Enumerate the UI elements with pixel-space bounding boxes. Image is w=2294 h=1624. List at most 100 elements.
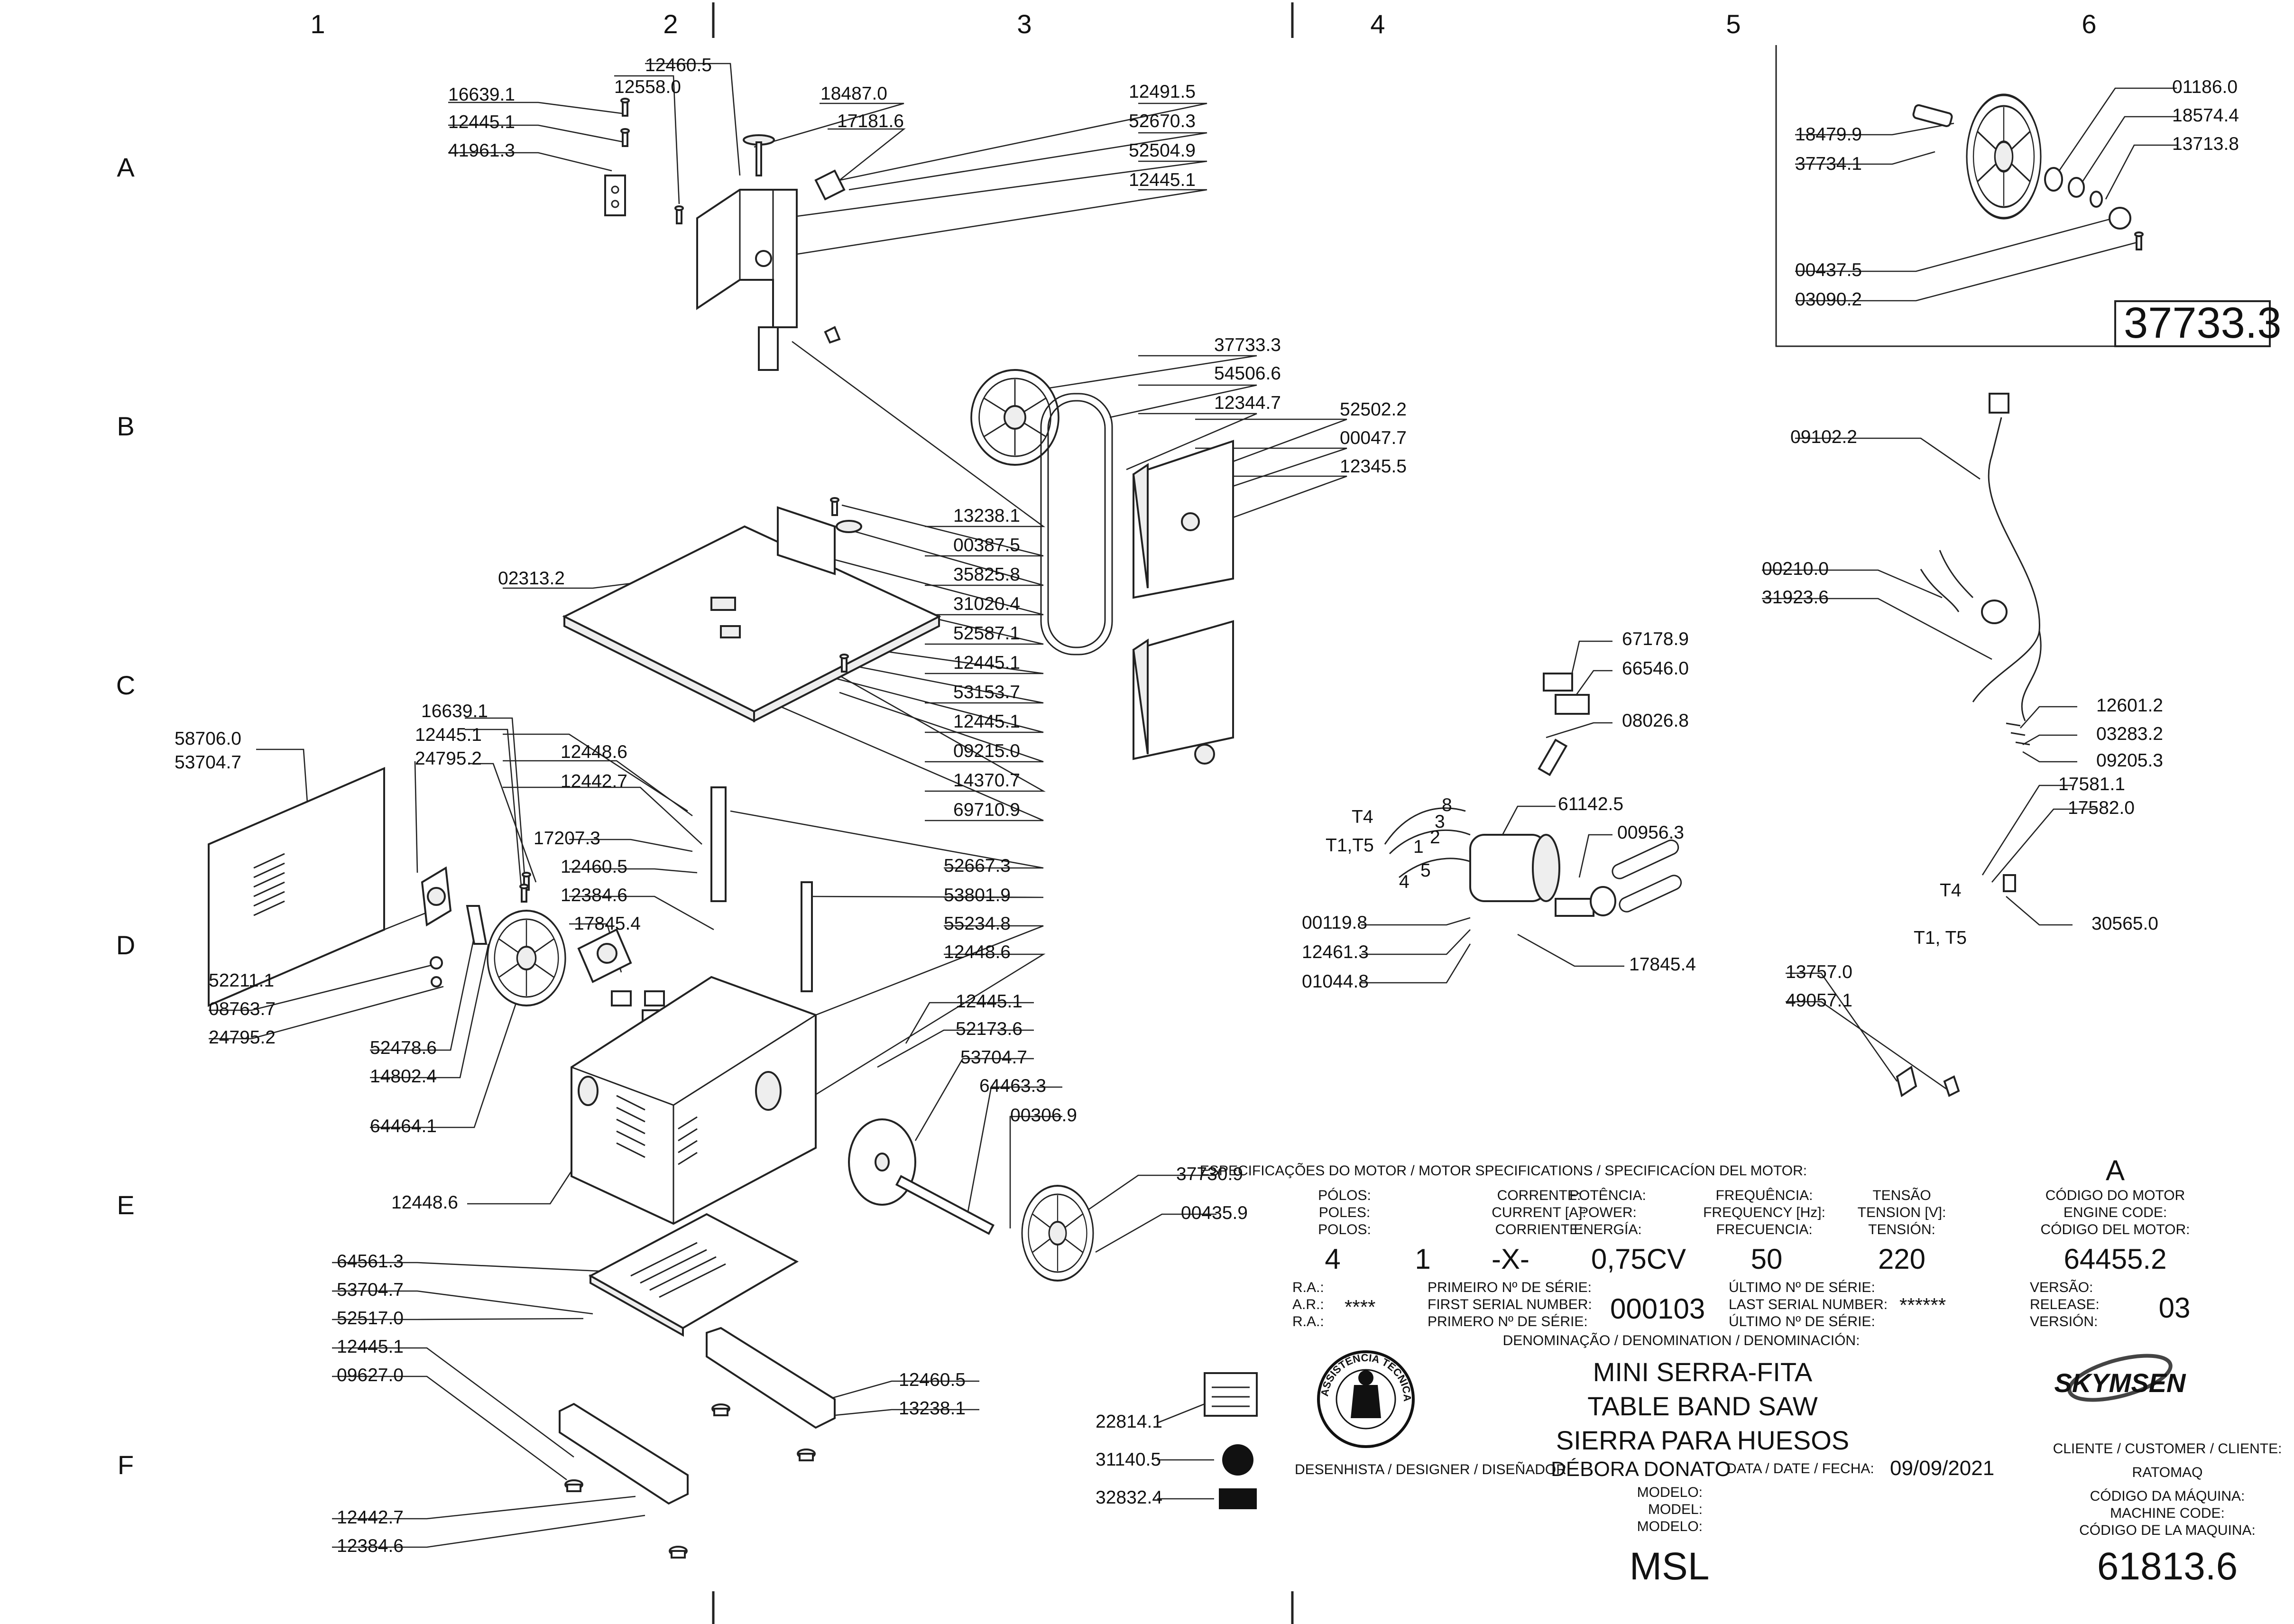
grid-row-a: A bbox=[117, 152, 135, 182]
version-value: 03 bbox=[2159, 1292, 2191, 1324]
wire-label: 5 bbox=[1420, 860, 1431, 881]
part-label: 12445.1 bbox=[337, 1337, 404, 1357]
first-serial-value: 000103 bbox=[1610, 1293, 1705, 1325]
part-label: 52587.1 bbox=[953, 623, 1020, 644]
upper-blade-guide-assembly bbox=[604, 98, 846, 371]
grid-row-f: F bbox=[118, 1450, 134, 1480]
part-label: 09205.3 bbox=[2096, 750, 2163, 771]
part-label: 00435.9 bbox=[1181, 1203, 1248, 1223]
first-serial-label: FIRST SERIAL NUMBER: bbox=[1428, 1297, 1592, 1312]
part-label: 02313.2 bbox=[498, 568, 565, 589]
part-label: 12460.5 bbox=[899, 1370, 966, 1390]
part-label: 01186.0 bbox=[2172, 77, 2238, 97]
part-label: 54506.6 bbox=[1214, 363, 1281, 384]
current-value: -X- bbox=[1492, 1243, 1529, 1275]
lower-wheel-mount bbox=[421, 786, 813, 1025]
part-label: 52478.6 bbox=[370, 1038, 437, 1058]
base-cabinet bbox=[571, 976, 817, 1225]
part-label: 01044.8 bbox=[1302, 971, 1369, 992]
power-label: POWER: bbox=[1579, 1205, 1637, 1220]
part-label: 12448.6 bbox=[944, 942, 1011, 962]
poles-label: POLES: bbox=[1319, 1205, 1370, 1220]
machine-code-label: MACHINE CODE: bbox=[2110, 1505, 2225, 1521]
part-label: 12384.6 bbox=[337, 1536, 404, 1556]
grid-column-4: 4 bbox=[1370, 9, 1385, 39]
ra-label: A.R.: bbox=[1292, 1297, 1324, 1312]
last-serial-value: ****** bbox=[1899, 1294, 1946, 1316]
drive-shaft-assembly bbox=[848, 1118, 1094, 1282]
model-label: MODELO: bbox=[1637, 1519, 1703, 1534]
power-label: ENERGÍA: bbox=[1574, 1222, 1641, 1237]
ra-label: R.A.: bbox=[1292, 1280, 1324, 1295]
part-label: 12344.7 bbox=[1214, 393, 1281, 413]
part-label: 08763.7 bbox=[209, 999, 276, 1019]
part-label: 12461.3 bbox=[1302, 942, 1369, 962]
part-label: 12491.5 bbox=[1129, 82, 1196, 102]
grid-row-c: C bbox=[116, 670, 135, 700]
part-label: 37730.9 bbox=[1176, 1164, 1243, 1184]
denomination-es: SIERRA PARA HUESOS bbox=[1556, 1425, 1849, 1455]
part-label: 12445.1 bbox=[956, 991, 1023, 1012]
part-label: 58706.0 bbox=[175, 729, 241, 749]
part-label: 52173.6 bbox=[956, 1019, 1023, 1039]
poles-label: PÓLOS: bbox=[1318, 1188, 1371, 1203]
part-label: 00306.9 bbox=[1010, 1105, 1077, 1126]
wire-label: 2 bbox=[1430, 827, 1440, 848]
wire-label: T1, T5 bbox=[1914, 928, 1967, 948]
part-label: 17582.0 bbox=[2068, 798, 2135, 818]
poles-value: 4 bbox=[1325, 1243, 1340, 1275]
part-label: 12384.6 bbox=[561, 885, 627, 905]
part-label: 16639.1 bbox=[421, 701, 488, 721]
part-label: 12445.1 bbox=[953, 711, 1020, 732]
part-label: 09102.2 bbox=[1790, 427, 1857, 447]
part-label: 17845.4 bbox=[1629, 954, 1696, 975]
part-label: 52517.0 bbox=[337, 1308, 404, 1329]
last-serial-label: LAST SERIAL NUMBER: bbox=[1729, 1297, 1888, 1312]
part-label: 09215.0 bbox=[953, 741, 1020, 761]
skymsen-logo: SKYMSEN bbox=[2054, 1354, 2186, 1402]
work-table bbox=[562, 497, 941, 723]
part-label: 12442.7 bbox=[561, 771, 627, 792]
grid-column-3: 3 bbox=[1017, 9, 1032, 39]
poles-label: POLOS: bbox=[1318, 1222, 1371, 1237]
part-label: 41961.3 bbox=[448, 140, 515, 161]
part-label: 37734.1 bbox=[1795, 154, 1862, 174]
part-label: 37733.3 bbox=[1214, 335, 1281, 355]
detail-box-reference: 37733.3 bbox=[2124, 299, 2282, 347]
part-label: 12442.7 bbox=[337, 1507, 404, 1528]
denomination-pt: MINI SERRA-FITA bbox=[1593, 1357, 1813, 1387]
part-label: 64463.3 bbox=[979, 1076, 1046, 1096]
frequency-value: 50 bbox=[1751, 1243, 1783, 1275]
grid-column-6: 6 bbox=[2082, 9, 2096, 39]
part-label: 49057.1 bbox=[1786, 990, 1852, 1011]
version-label: VERSIÓN: bbox=[2030, 1314, 2098, 1329]
last-serial-label: ÚLTIMO Nº DE SÉRIE: bbox=[1729, 1280, 1875, 1295]
part-label: 31140.5 bbox=[1096, 1449, 1161, 1470]
part-label: 13713.8 bbox=[2172, 134, 2239, 154]
motor-assembly bbox=[1384, 673, 1682, 917]
first-serial-label: PRIMERO Nº DE SÉRIE: bbox=[1428, 1314, 1588, 1329]
part-label: 12345.5 bbox=[1340, 456, 1407, 477]
part-label: 00956.3 bbox=[1617, 822, 1684, 843]
first-serial-label: PRIMEIRO Nº DE SÉRIE: bbox=[1428, 1280, 1592, 1295]
part-label: 17845.4 bbox=[574, 914, 641, 934]
power-cord-and-wiring bbox=[1896, 393, 2042, 1098]
part-label: 00387.5 bbox=[953, 535, 1020, 555]
voltage-value: 220 bbox=[1878, 1243, 1925, 1275]
part-label: 13757.0 bbox=[1786, 962, 1852, 982]
wire-label: 4 bbox=[1399, 872, 1410, 892]
grid-column-5: 5 bbox=[1726, 9, 1741, 39]
ra-label: R.A.: bbox=[1292, 1314, 1324, 1329]
part-label: 03090.2 bbox=[1795, 289, 1862, 310]
ra-value: **** bbox=[1345, 1296, 1375, 1318]
current-label: CURRENT [A]: bbox=[1492, 1205, 1586, 1220]
part-label: 69710.9 bbox=[953, 800, 1020, 820]
version-label: RELEASE: bbox=[2030, 1297, 2100, 1312]
voltage-label: TENSION [V]: bbox=[1858, 1205, 1946, 1220]
labels-and-markings bbox=[1204, 1372, 1258, 1509]
model-value: MSL bbox=[1630, 1545, 1710, 1588]
part-label: 17581.1 bbox=[2058, 774, 2125, 794]
part-label: 52504.9 bbox=[1129, 140, 1196, 161]
part-label: 00119.8 bbox=[1302, 913, 1367, 933]
part-label: 24795.2 bbox=[209, 1027, 276, 1048]
